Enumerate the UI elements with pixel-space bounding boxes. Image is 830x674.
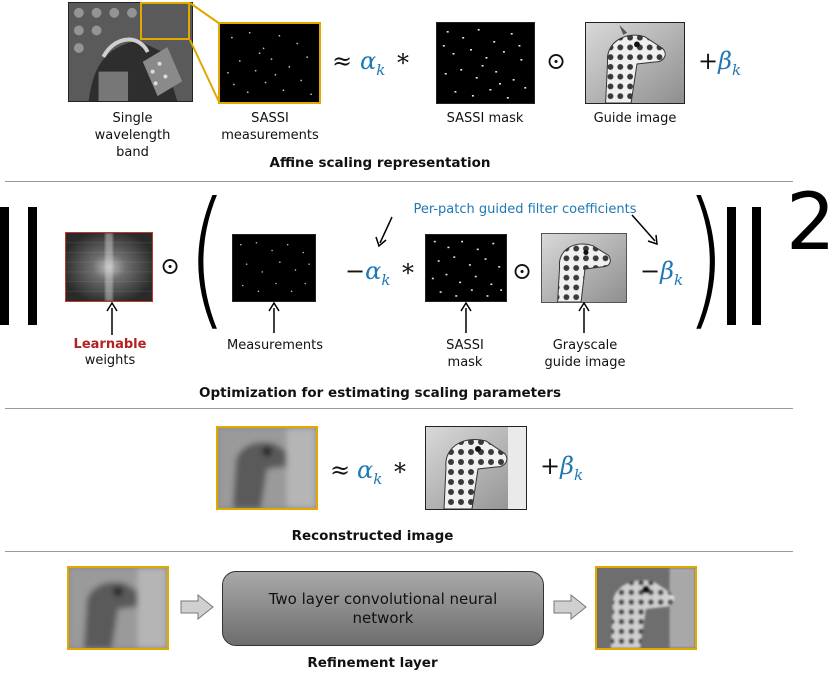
measurements-label: Measurements: [226, 338, 324, 353]
grayscale-guide-image: [541, 233, 627, 303]
section-title-optimization: Optimization for estimating scaling para…: [198, 385, 561, 401]
single-band-image: [68, 2, 193, 102]
arrow-to-weights: [106, 302, 118, 335]
sassi-measurements-image: [218, 22, 321, 104]
zoom-highlight-box: [140, 2, 190, 40]
plus-beta-k: +βk: [698, 47, 742, 79]
section-title-refinement: Refinement layer: [307, 655, 438, 671]
approx-symbol: ≈: [332, 47, 353, 75]
norm-bar-left-2: [28, 207, 37, 325]
arrow-to-guide: [578, 302, 590, 333]
zoom-connector-lines: [189, 2, 221, 105]
times-symbol-3: *: [394, 458, 406, 486]
norm-square-exponent: 2: [786, 178, 830, 268]
arrow-to-measurements: [268, 302, 280, 333]
odot-symbol-3: ⊙: [512, 257, 533, 285]
divider-1: [5, 181, 793, 182]
norm-bar-left-1: [0, 207, 9, 325]
single-band-label: Single wavelength band: [94, 111, 171, 160]
section-title-affine: Affine scaling representation: [269, 155, 491, 171]
sassi-measurements-label: SASSI measurements: [221, 111, 319, 143]
left-paren: (: [186, 171, 228, 345]
sassi-mask-label-2: SASSI mask: [446, 338, 484, 370]
weights-label: weights: [84, 353, 136, 368]
refinement-input-image: [67, 566, 169, 650]
section-title-reconstructed: Reconstructed image: [291, 528, 454, 544]
coefficient-arrows: [375, 214, 658, 248]
cnn-block: Two layer convolutional neural network: [222, 571, 544, 646]
minus-beta-k: −βk: [640, 257, 684, 289]
sassi-mask-label: SASSI mask: [446, 111, 524, 126]
grayscale-guide-label: Grayscale guide image: [544, 338, 626, 370]
reconstructed-blurry-image: [216, 426, 318, 510]
sassi-mask-image: [436, 22, 535, 104]
times-symbol: *: [397, 49, 409, 77]
alpha-k-3: αk: [357, 456, 383, 488]
refined-output-image: [595, 566, 697, 650]
guide-image-3: [425, 426, 527, 510]
times-symbol-2: *: [402, 259, 414, 287]
plus-beta-k-3: +βk: [540, 452, 584, 484]
arrow-to-mask: [460, 302, 472, 333]
right-paren: ): [684, 171, 726, 345]
learnable-label: Learnable: [73, 337, 147, 352]
arrow-out-of-cnn: [553, 594, 587, 620]
arrow-into-cnn: [180, 594, 214, 620]
approx-symbol-3: ≈: [330, 456, 351, 484]
coefficients-label: Per-patch guided filter coefficients: [413, 202, 637, 217]
cnn-label: Two layer convolutional neural network: [268, 589, 498, 627]
odot-symbol-2: ⊙: [160, 252, 181, 280]
divider-2: [5, 408, 793, 409]
measurements-image: [232, 234, 316, 302]
guide-image-label: Guide image: [593, 111, 677, 126]
minus-alpha-k: −αk: [345, 257, 391, 289]
divider-3: [5, 551, 793, 552]
odot-symbol: ⊙: [546, 47, 567, 75]
guide-image: [585, 22, 685, 104]
sassi-mask-image-2: [425, 234, 507, 302]
norm-bar-right-2: [752, 207, 761, 325]
norm-bar-right-1: [727, 207, 736, 325]
alpha-k: αk: [360, 47, 386, 79]
learnable-weights-image: [65, 232, 153, 302]
